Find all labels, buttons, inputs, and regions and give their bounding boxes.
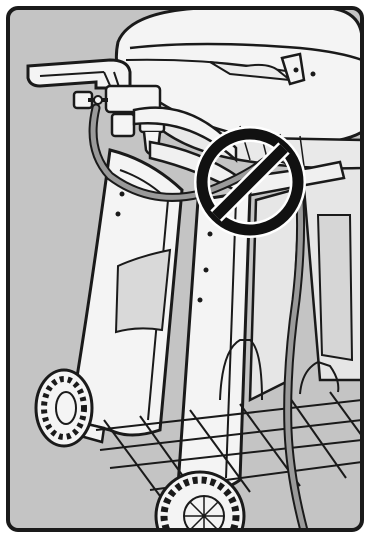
left-wheel (36, 370, 92, 446)
